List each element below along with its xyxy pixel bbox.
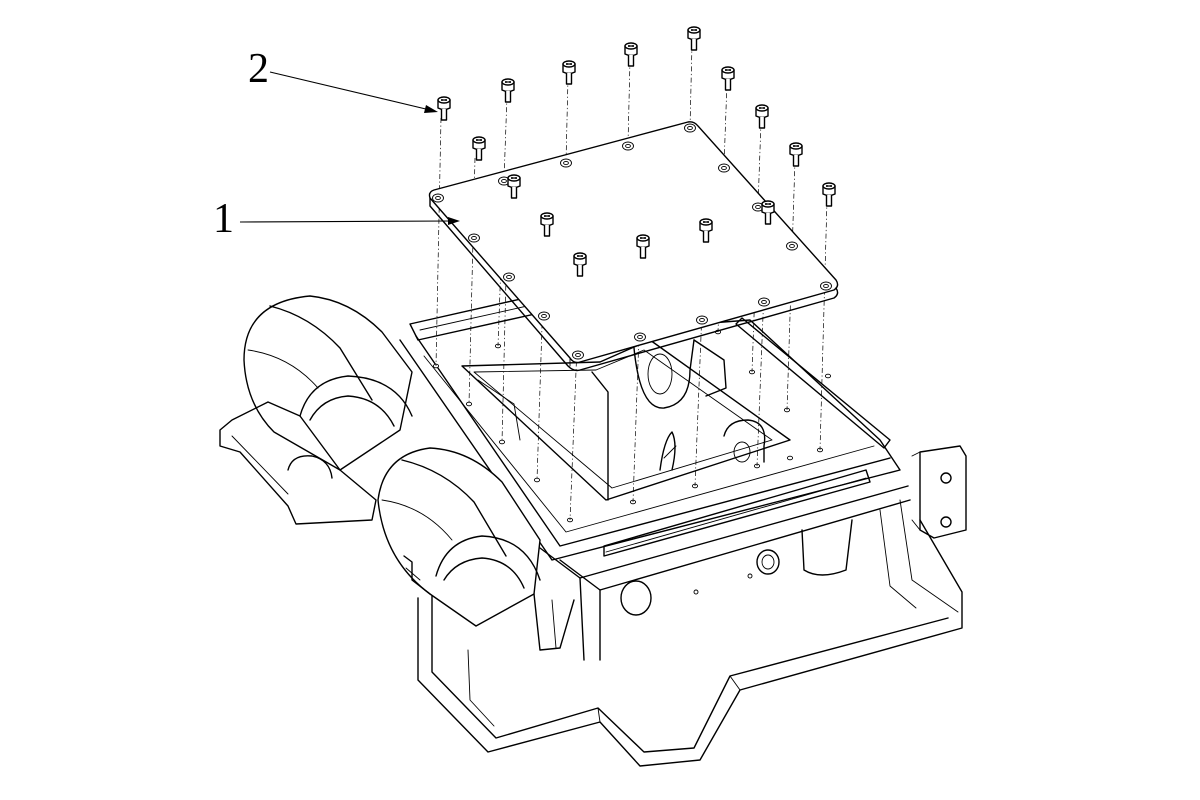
leader-lines <box>239 71 460 225</box>
callout-number-1: 1 <box>213 196 234 242</box>
leader-arrow-2 <box>424 105 438 113</box>
screw <box>721 66 735 91</box>
front-threaded-hole <box>756 549 780 575</box>
front-port-hole <box>620 580 652 616</box>
flange-hole-upper <box>940 472 952 484</box>
cover-plate <box>428 121 839 372</box>
screw <box>437 96 451 121</box>
screw <box>472 136 486 161</box>
screw <box>789 142 803 167</box>
leader-line-1 <box>239 220 453 223</box>
screw <box>822 182 836 207</box>
flange-hole-lower <box>940 516 952 528</box>
screw <box>687 26 701 51</box>
screw <box>562 60 576 85</box>
callout-number-2: 2 <box>248 46 269 92</box>
cover-plate-holes <box>432 123 832 360</box>
screw <box>624 42 638 67</box>
housing-body <box>219 295 967 767</box>
leader-arrow-1 <box>448 217 460 225</box>
screw <box>755 104 769 129</box>
screw <box>501 78 515 103</box>
leader-line-2 <box>269 71 431 111</box>
